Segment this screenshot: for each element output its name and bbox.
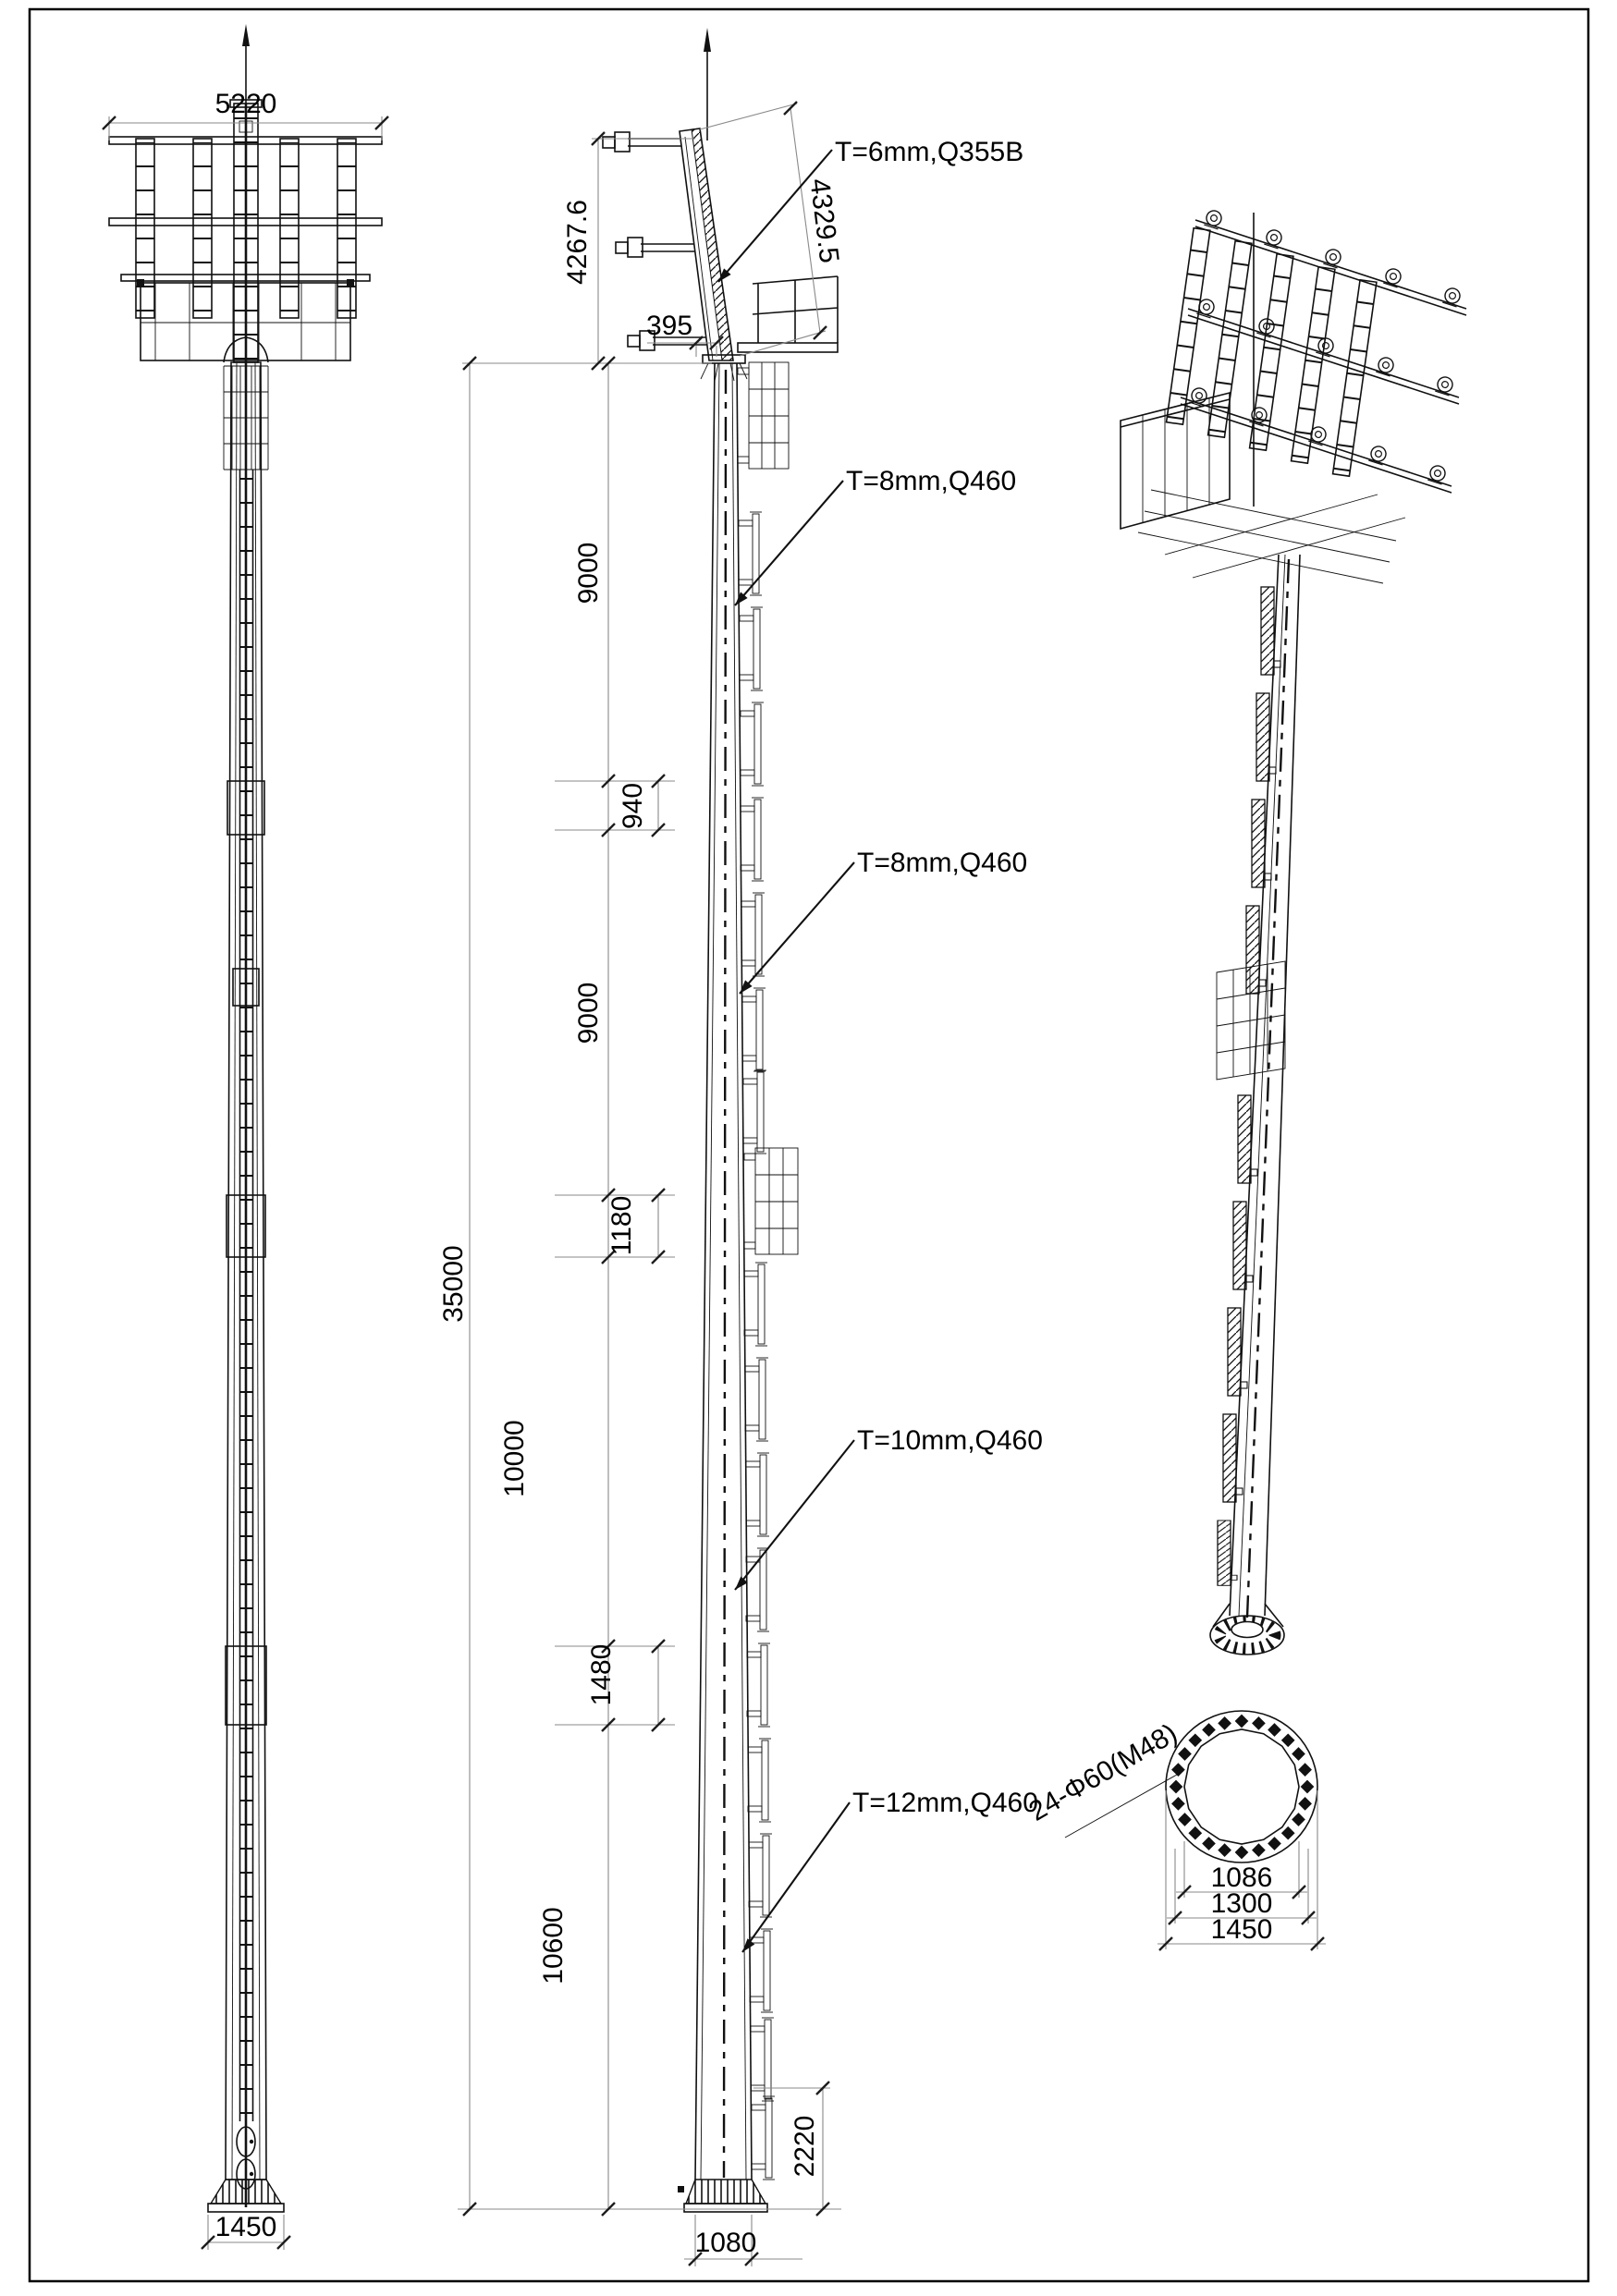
callout-bolt-circle: 24-Φ60(M48) — [1023, 1718, 1182, 1827]
front-base — [207, 2179, 285, 2213]
iso-view — [1120, 208, 1467, 1655]
side-base — [678, 2179, 768, 2213]
side-platform — [737, 275, 839, 353]
bolt-leader — [1064, 1770, 1184, 1838]
flange-inner-polygon — [1183, 1728, 1300, 1845]
lamp-rack — [135, 138, 357, 319]
iso-base-flange — [1209, 1603, 1285, 1655]
dim-base-diameter: 1080 — [695, 2228, 757, 2258]
dim-flange-outer: 1450 — [1211, 1914, 1273, 1945]
iso-headframe — [1120, 208, 1467, 584]
dim-boom-slant: 4329.5 — [803, 177, 844, 264]
dim-overlap-1: 940 — [618, 783, 648, 829]
dim-flange-bolt-circle: 1300 — [1211, 1888, 1273, 1919]
callout-boom: T=6mm,Q355B — [835, 137, 1023, 167]
dim-section-4: 10600 — [538, 1907, 569, 1984]
floodlight-stubs — [602, 131, 706, 351]
dim-section-1: 9000 — [573, 543, 604, 605]
callout-base: T=12mm,Q460 — [852, 1788, 1038, 1818]
iso-rest-cage — [1216, 960, 1286, 1081]
flange-outer-circle — [1165, 1710, 1318, 1863]
dim-boom-vertical: 4267.6 — [562, 200, 593, 285]
flange-detail: 24-Φ60(M48) 1086 1300 1450 — [1023, 1710, 1326, 1952]
iso-lamp-racks — [1165, 226, 1378, 477]
side-view: 4267.6 4329.5 395 9000 940 9000 1180 100… — [438, 28, 1043, 2267]
side-cage-top — [737, 361, 790, 470]
front-ladder — [239, 470, 254, 2121]
callout-lower-mid: T=10mm,Q460 — [857, 1425, 1043, 1456]
front-view: 5220 — [101, 24, 390, 2251]
dim-label: 1450 — [215, 2212, 277, 2242]
dim-flange-inner: 1086 — [1211, 1862, 1273, 1893]
dim-overlap-3: 1480 — [586, 1644, 617, 1706]
dim-top-diameter: 395 — [646, 311, 692, 341]
flange-bolts — [1169, 1714, 1315, 1860]
side-cage-mid — [743, 1147, 799, 1255]
drawing-border — [28, 7, 1590, 2283]
dim-section-2: 9000 — [573, 983, 604, 1044]
callout-upper-mid: T=8mm,Q460 — [857, 848, 1027, 878]
side-dims: 4267.6 4329.5 395 9000 940 9000 1180 100… — [438, 100, 844, 2267]
side-boom — [602, 28, 839, 382]
dim-front-base-width: 1450 — [200, 2212, 292, 2251]
flange-dims: 1086 1300 1450 — [1158, 1790, 1326, 1952]
pole-splices — [225, 780, 267, 1726]
dim-bottom-segment: 2220 — [790, 2116, 820, 2178]
front-pole — [207, 104, 285, 2213]
iso-basket — [1120, 391, 1231, 531]
iso-pole — [1209, 554, 1301, 1655]
dim-overlap-2: 1180 — [606, 1196, 637, 1256]
front-ladder-cage — [223, 365, 269, 470]
callout-upper: T=8mm,Q460 — [846, 466, 1016, 496]
dim-section-3: 10000 — [499, 1420, 530, 1496]
winch-hatch — [236, 2126, 256, 2190]
side-callouts: T=6mm,Q355B T=8mm,Q460 T=8mm,Q460 T=10mm… — [715, 137, 1043, 1956]
side-pole — [678, 361, 799, 2213]
iso-deck — [1137, 489, 1406, 584]
dim-total-height: 35000 — [438, 1245, 469, 1322]
